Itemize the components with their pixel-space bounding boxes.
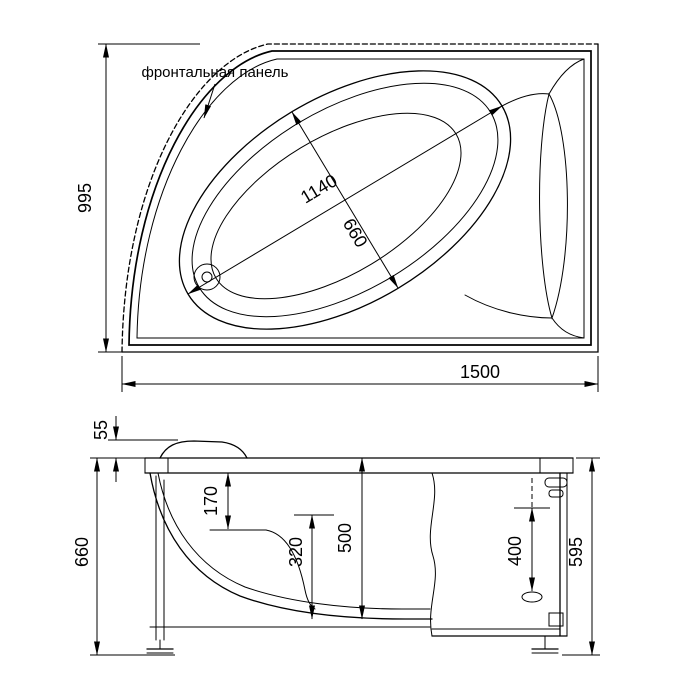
front-panel-outline-dashed xyxy=(121,43,599,353)
dim-label-660-basin: 660 xyxy=(339,215,372,251)
front-panel-label: фронтальная панель xyxy=(142,64,289,81)
rim-contour-inner xyxy=(136,58,585,339)
deck-curve-top-corner xyxy=(548,58,585,95)
tub-outline-solid xyxy=(121,43,599,353)
dim-label-170: 170 xyxy=(201,486,221,516)
dim-label-1500: 1500 xyxy=(460,362,500,382)
dim-label-320: 320 xyxy=(286,537,306,567)
basin-floor-edge xyxy=(210,112,462,300)
deck-curve-bottom-corner xyxy=(551,317,585,339)
panel-bracket xyxy=(548,612,564,627)
dim-label-55: 55 xyxy=(91,420,111,440)
headrest-profile xyxy=(159,440,248,459)
dim-line-660-basin xyxy=(291,111,399,289)
panel-break-line xyxy=(429,472,436,637)
front-panel-arrow xyxy=(203,83,216,119)
dim-label-400: 400 xyxy=(505,536,525,566)
top-view: 995 1500 1140 660 фронтальная панель xyxy=(75,43,599,392)
deck-curve-bottom xyxy=(464,294,553,319)
dim-label-660: 660 xyxy=(72,537,92,567)
overflow-cover xyxy=(544,477,568,488)
drain-side-view xyxy=(521,591,543,603)
dim-label-995: 995 xyxy=(75,183,95,213)
dim-label-1140: 1140 xyxy=(297,170,340,207)
rim-contour-outer xyxy=(128,50,592,346)
side-view: 55 660 170 320 500 400 595 xyxy=(72,416,600,656)
headrest-pillow xyxy=(539,92,568,320)
dim-label-595: 595 xyxy=(566,537,586,567)
overflow-detail xyxy=(548,489,564,498)
dim-label-500: 500 xyxy=(335,523,355,553)
